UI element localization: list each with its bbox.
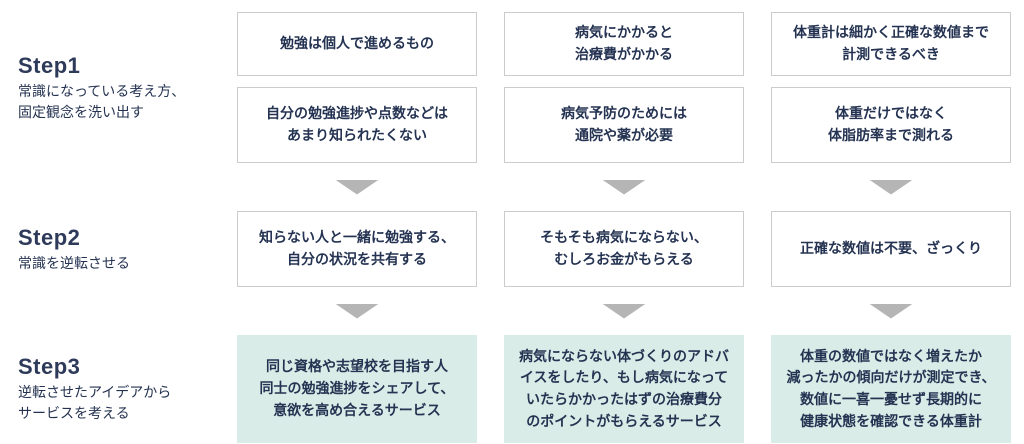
step1-box-study-2: 自分の勉強進捗や点数などは あまり知られたくない: [237, 87, 477, 163]
step1-box-medical-2: 病気予防のためには 通院や薬が必要: [504, 87, 744, 163]
step1-box-scale-2: 体重だけではなく 体脂肪率まで測れる: [771, 87, 1011, 163]
arrow-study-2: [237, 298, 477, 324]
down-arrow-icon: [335, 179, 379, 195]
step3-label: Step3 逆転させたアイデアから サービスを考える: [18, 354, 210, 424]
step2-box-medical: そもそも病気にならない、 むしろお金がもらえる: [504, 211, 744, 287]
step1-box-scale-1: 体重計は細かく正確な数値まで 計測できるべき: [771, 12, 1011, 76]
step2-description: 常識を逆転させる: [18, 254, 130, 271]
step2-box-study: 知らない人と一緒に勉強する、 自分の状況を共有する: [237, 211, 477, 287]
step2-label: Step2 常識を逆転させる: [18, 225, 210, 274]
arrow-study-1: [237, 174, 477, 200]
step1-box-study-1: 勉強は個人で進めるもの: [237, 12, 477, 76]
step3-box-scale: 体重の数値ではなく増えたか 減ったかの傾向だけが測定でき、 数値に一喜一憂せず長…: [771, 335, 1011, 443]
step3-title: Step3: [18, 354, 81, 379]
down-arrow-icon: [602, 179, 646, 195]
step3-box-study: 同じ資格や志望校を目指す人 同士の勉強進捗をシェアして、 意欲を高め合えるサービ…: [237, 335, 477, 443]
step2-box-scale: 正確な数値は不要、ざっくり: [771, 211, 1011, 287]
arrow-medical-1: [504, 174, 744, 200]
step1-box-medical-1: 病気にかかると 治療費がかかる: [504, 12, 744, 76]
down-arrow-icon: [602, 303, 646, 319]
down-arrow-icon: [869, 303, 913, 319]
arrow-scale-2: [771, 298, 1011, 324]
step1-title: Step1: [18, 52, 81, 78]
step1-description: 常識になっている考え方、 固定観念を洗い出す: [18, 82, 186, 120]
arrow-medical-2: [504, 298, 744, 324]
step2-title: Step2: [18, 224, 81, 250]
down-arrow-icon: [869, 179, 913, 195]
arrow-scale-1: [771, 174, 1011, 200]
step3-description: 逆転させたアイデアから サービスを考える: [18, 384, 172, 421]
step3-box-medical: 病気にならない体づくりのアドバ イスをしたり、もし病気になって いたらかかったは…: [504, 335, 744, 443]
step1-label: Step1 常識になっている考え方、 固定観念を洗い出す: [18, 53, 210, 123]
down-arrow-icon: [335, 303, 379, 319]
